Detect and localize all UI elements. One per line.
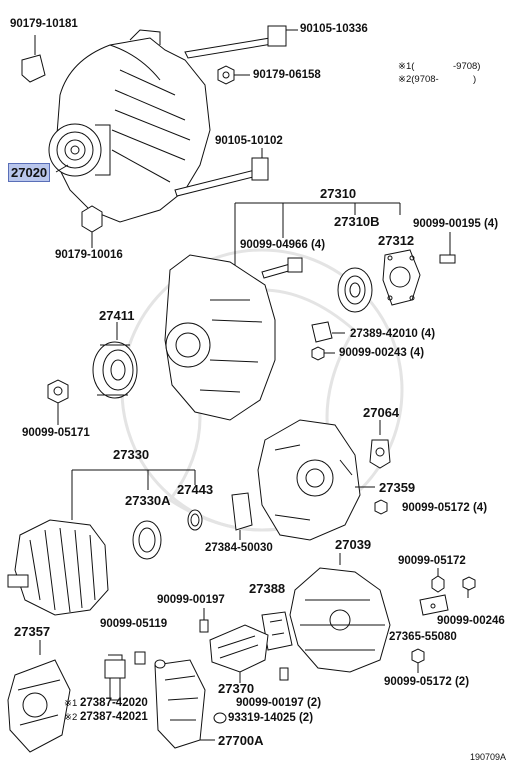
label-27330a[interactable]: 27330A xyxy=(125,493,171,508)
label-90099-05172[interactable]: 90099-05172 xyxy=(398,555,466,567)
label-27370[interactable]: 27370 xyxy=(218,681,255,696)
drive-end-frame xyxy=(164,254,276,421)
nut-90099-05172-b xyxy=(431,568,445,593)
label-27389-42010[interactable]: 27389-42010 (4) xyxy=(350,328,436,340)
part-27389-42010 xyxy=(311,321,345,343)
stud-bolt xyxy=(261,257,303,279)
regulator-27370 xyxy=(209,624,269,683)
figure-code: 190709A xyxy=(470,752,507,762)
label-90099-00197-2[interactable]: 90099-00197 (2) xyxy=(236,697,322,709)
label-90105-10102[interactable]: 90105-10102 xyxy=(215,135,283,147)
note-1b: -9708) xyxy=(453,61,481,72)
label-27312[interactable]: 27312 xyxy=(378,233,415,248)
label-90179-10181[interactable]: 90179-10181 xyxy=(10,18,78,30)
nut-93319-14025 xyxy=(213,712,227,724)
washer-27064 xyxy=(369,420,391,469)
label-27064[interactable]: 27064 xyxy=(363,405,400,420)
label-27443[interactable]: 27443 xyxy=(177,482,214,497)
label-90099-00243[interactable]: 90099-00243 (4) xyxy=(339,347,425,359)
label-27310[interactable]: 27310 xyxy=(320,186,357,201)
label-27411[interactable]: 27411 xyxy=(99,308,135,323)
screw-90099-00195 xyxy=(439,254,456,264)
label-90179-10016[interactable]: 90179-10016 xyxy=(55,249,123,261)
nut-27387 xyxy=(104,654,126,701)
rectifier-end-frame-27359 xyxy=(257,419,375,541)
note-1a: ※1( xyxy=(398,61,415,72)
label-90099-00246[interactable]: 90099-00246 xyxy=(437,615,505,627)
nut-90099-05172-c xyxy=(411,648,425,673)
label-27359[interactable]: 27359 xyxy=(379,480,416,495)
retainer-plate-27312 xyxy=(382,249,421,306)
marker-2: ※2 xyxy=(64,712,78,723)
leader-27330 xyxy=(71,469,196,520)
label-90099-04966[interactable]: 90099-04966 (4) xyxy=(240,239,326,251)
label-27384-50030[interactable]: 27384-50030 xyxy=(205,542,273,554)
label-27357[interactable]: 27357 xyxy=(14,624,51,639)
label-27387-42020[interactable]: 27387-42020 xyxy=(80,697,148,709)
label-27365-55080[interactable]: 27365-55080 xyxy=(389,631,457,643)
screw-90099-00197-2 xyxy=(279,667,289,681)
label-27330[interactable]: 27330 xyxy=(113,447,150,462)
nut-90099-05171 xyxy=(47,379,69,425)
marker-1: ※1 xyxy=(64,698,78,709)
ring-27443 xyxy=(187,509,203,531)
terminal-27365-55080 xyxy=(419,576,476,616)
rectifier-27700a xyxy=(154,659,215,749)
nut-90179-10016 xyxy=(81,205,103,248)
nut-90179-06158 xyxy=(217,65,250,85)
label-90099-00197[interactable]: 90099-00197 xyxy=(157,594,225,606)
note-2a: ※2(9708- xyxy=(398,74,439,85)
label-27020-highlighted[interactable]: 27020 xyxy=(8,163,51,182)
label-90179-06158[interactable]: 90179-06158 xyxy=(253,69,321,81)
bolt-90105-10336 xyxy=(184,25,298,59)
bearing-27310b xyxy=(337,267,373,313)
label-90099-05119[interactable]: 90099-05119 xyxy=(100,618,168,630)
label-90099-05171[interactable]: 90099-05171 xyxy=(22,427,90,439)
clip-90179-10181 xyxy=(21,35,46,83)
label-27388[interactable]: 27388 xyxy=(249,581,286,596)
brush-holder-27388 xyxy=(261,611,293,651)
label-27039[interactable]: 27039 xyxy=(335,537,372,552)
rear-cover-27039 xyxy=(289,553,391,673)
note-2b: ) xyxy=(473,74,477,85)
washer-90099-05119 xyxy=(134,651,146,665)
alternator-assembly xyxy=(48,29,211,223)
bolt-90105-10102 xyxy=(174,148,269,197)
screw-90099-00197 xyxy=(199,608,209,633)
pulley-27411 xyxy=(92,322,138,399)
label-90099-00195[interactable]: 90099-00195 (4) xyxy=(413,218,499,230)
label-90099-05172-2[interactable]: 90099-05172 (2) xyxy=(384,676,470,688)
label-27387-42021[interactable]: 27387-42021 xyxy=(80,711,148,723)
brush-27357 xyxy=(7,640,71,753)
bearing-27330a xyxy=(132,520,162,560)
insulator-27384-50030 xyxy=(231,492,253,540)
nut-90099-00243 xyxy=(311,346,335,361)
nut-small xyxy=(154,659,166,669)
label-27700a[interactable]: 27700A xyxy=(218,733,264,748)
label-27310b[interactable]: 27310B xyxy=(334,214,380,229)
rotor-27330 xyxy=(7,519,109,616)
label-90105-10336[interactable]: 90105-10336 xyxy=(300,23,368,35)
nut-90099-05172-a xyxy=(374,499,388,515)
label-93319-14025[interactable]: 93319-14025 (2) xyxy=(228,712,314,724)
label-90099-05172-4[interactable]: 90099-05172 (4) xyxy=(402,502,488,514)
